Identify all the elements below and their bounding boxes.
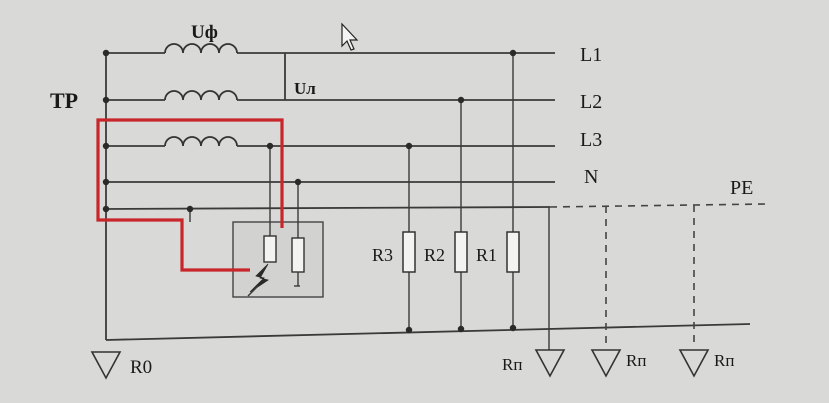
ground-symbols	[90, 349, 710, 380]
dot-l3-left	[102, 142, 110, 150]
label-l3: L3	[580, 129, 602, 151]
fault-arrow	[247, 285, 259, 297]
ground-triangle-icon	[534, 349, 566, 378]
dot-l2-left	[102, 96, 110, 104]
load-resistors	[402, 53, 550, 350]
label-pe: PE	[730, 177, 753, 199]
pe-drops	[605, 205, 695, 346]
ground-triangle-icon	[678, 349, 710, 378]
label-r2: R2	[424, 245, 445, 265]
mouse-pointer-icon	[341, 22, 359, 51]
label-l1: L1	[580, 44, 602, 66]
label-ground-rep1: Rп	[502, 355, 522, 374]
line-pe-dashed	[549, 203, 766, 208]
label-line-voltage: Uл	[294, 79, 316, 98]
label-ground-rep3: Rп	[714, 351, 734, 370]
fault-element	[263, 235, 277, 263]
dot-fault-top	[266, 142, 274, 150]
line-ground-bottom	[105, 323, 751, 341]
dot-r1-top	[509, 49, 517, 57]
label-n: N	[584, 166, 598, 188]
label-r1: R1	[476, 245, 497, 265]
label-source: TP	[50, 88, 78, 113]
winding-l1	[164, 43, 238, 54]
equipment-enclosure	[189, 146, 324, 298]
dot-enclosure-top	[186, 205, 194, 213]
r3-body	[402, 231, 416, 273]
dot-r2-bottom	[457, 325, 465, 333]
lightning-bolt-icon	[249, 263, 269, 293]
r2-body	[454, 231, 468, 273]
label-ground-source: R0	[130, 357, 152, 378]
transformer-windings	[164, 43, 238, 147]
dot-r2-top	[457, 96, 465, 104]
fault-current-path	[96, 118, 284, 272]
r1-body	[506, 231, 520, 273]
dot-n-left	[102, 178, 110, 186]
dot-r3-top	[405, 142, 413, 150]
line-pen	[105, 206, 551, 210]
bus-lines	[105, 52, 766, 341]
dot-r3-bottom	[405, 326, 413, 334]
enclosure-box	[232, 221, 324, 298]
dot-l1-left	[102, 49, 110, 57]
label-ground-rep2: Rп	[626, 351, 646, 370]
dot-r1-bottom	[509, 324, 517, 332]
winding-l2	[164, 90, 238, 101]
ground-triangle-icon	[90, 351, 122, 380]
labels: Uф Uл TP L1 L2 L3 N PE R3 R2 R1 R0 Rп Rп…	[50, 22, 753, 378]
dot-load-top	[294, 178, 302, 186]
label-r3: R3	[372, 245, 393, 265]
dot-pen-left	[102, 205, 110, 213]
winding-l3	[164, 136, 238, 147]
ground-triangle-icon	[590, 349, 622, 378]
label-l2: L2	[580, 91, 602, 113]
label-phase-voltage: Uф	[191, 22, 218, 43]
load-element	[291, 237, 305, 273]
junction-dots	[102, 49, 517, 334]
